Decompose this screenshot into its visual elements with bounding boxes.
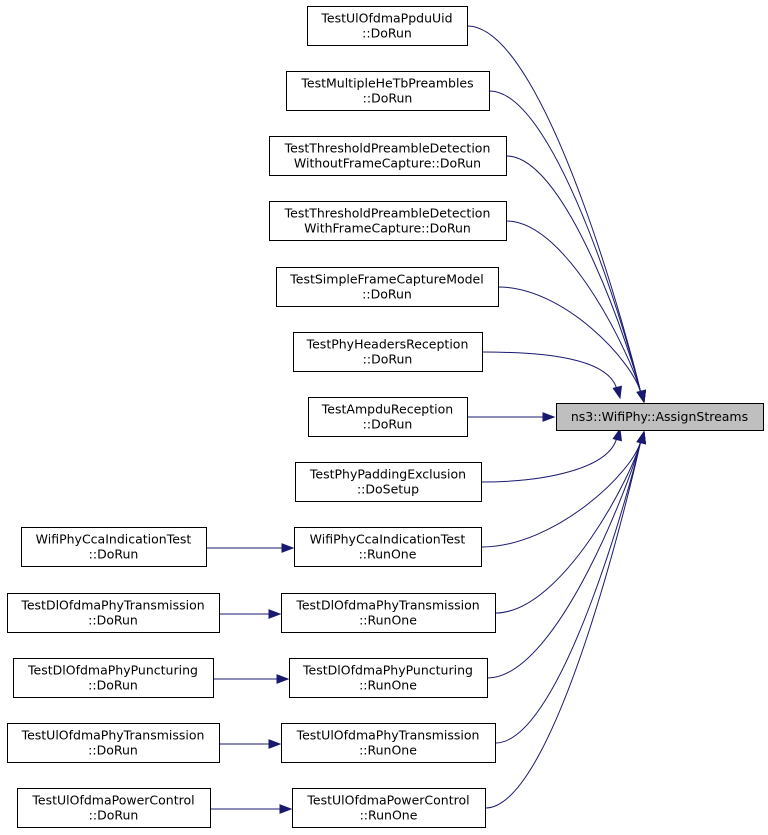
arrowhead-c12	[636, 430, 646, 445]
caller-node-s12-box	[17, 788, 211, 828]
caller-node-c0-box	[307, 6, 468, 46]
caller-node-c9[interactable]: TestDlOfdmaPhyTransmission::RunOne	[281, 593, 496, 633]
arrowhead-s11	[268, 739, 282, 749]
caller-node-c5-box	[293, 332, 483, 372]
caller-node-s10-label-line-1: TestDlOfdmaPhyPuncturing	[27, 663, 198, 678]
caller-node-c11[interactable]: TestUlOfdmaPhyTransmission::RunOne	[281, 723, 496, 763]
caller-node-s12-label-line-2: ::DoRun	[89, 808, 139, 823]
caller-node-c1-label-line-2: ::DoRun	[363, 91, 413, 106]
edge-c12-to-target	[485, 439, 642, 809]
caller-node-s11-label-line-2: ::DoRun	[88, 743, 138, 758]
arrowhead-c5	[612, 385, 622, 400]
caller-node-s12-label-line-1: TestUlOfdmaPowerControl	[31, 793, 194, 808]
caller-node-s9-label-line-1: TestDlOfdmaPhyTransmission	[20, 598, 204, 613]
caller-node-c3-box	[269, 201, 507, 241]
edge-c11-to-target	[495, 439, 642, 744]
caller-node-c11-label-line-2: ::RunOne	[359, 743, 417, 758]
target-node-assign-streams-label-line-1: ns3::WifiPhy::AssignStreams	[571, 409, 748, 424]
caller-node-s8-box	[21, 527, 207, 567]
edge-c3-to-target	[506, 220, 642, 395]
arrowhead-s10	[276, 674, 290, 684]
caller-node-c0[interactable]: TestUlOfdmaPpduUid::DoRun	[307, 6, 468, 46]
caller-node-c2-box	[269, 136, 507, 176]
caller-node-c4-box	[276, 267, 499, 307]
caller-node-c5-label-line-1: TestPhyHeadersReception	[306, 337, 469, 352]
caller-node-c11-label-line-1: TestUlOfdmaPhyTransmission	[296, 728, 480, 743]
caller-node-c3[interactable]: TestThresholdPreambleDetectionWithFrameC…	[269, 201, 507, 241]
target-node-assign-streams[interactable]: ns3::WifiPhy::AssignStreams	[556, 403, 764, 431]
caller-node-c2[interactable]: TestThresholdPreambleDetectionWithoutFra…	[269, 136, 507, 176]
edge-c5-to-target	[482, 351, 618, 391]
edge-c4-to-target	[498, 286, 642, 395]
caller-node-s8-label-line-2: ::DoRun	[89, 547, 139, 562]
caller-node-c10-label-line-1: TestDlOfdmaPhyPuncturing	[302, 663, 473, 678]
caller-node-c5[interactable]: TestPhyHeadersReception::DoRun	[293, 332, 483, 372]
caller-node-s10-label-line-2: ::DoRun	[88, 678, 138, 693]
caller-node-s12[interactable]: TestUlOfdmaPowerControl::DoRun	[17, 788, 211, 828]
caller-node-c3-label-line-1: TestThresholdPreambleDetection	[284, 206, 491, 221]
caller-node-s8-label-line-1: WifiPhyCcaIndicationTest	[36, 532, 192, 547]
caller-node-c10[interactable]: TestDlOfdmaPhyPuncturing::RunOne	[289, 658, 488, 698]
caller-node-c2-label-line-2: WithoutFrameCapture::DoRun	[294, 156, 481, 171]
caller-node-c1-box	[286, 71, 490, 111]
caller-node-c12-label-line-2: ::RunOne	[360, 808, 418, 823]
caller-node-c0-label-line-2: ::DoRun	[362, 26, 412, 41]
caller-node-c10-box	[289, 658, 488, 698]
caller-node-c3-label-line-2: WithFrameCapture::DoRun	[304, 221, 471, 236]
caller-node-c9-label-line-1: TestDlOfdmaPhyTransmission	[295, 598, 479, 613]
caller-node-c4-label-line-1: TestSimpleFrameCaptureModel	[289, 272, 483, 287]
caller-node-c9-box	[281, 593, 496, 633]
arrowhead-c6	[542, 412, 556, 422]
caller-node-c4-label-line-2: ::DoRun	[362, 287, 412, 302]
target-node-assign-streams-box	[556, 403, 764, 431]
edge-c7-to-target	[481, 436, 618, 483]
caller-node-s11-label-line-1: TestUlOfdmaPhyTransmission	[21, 728, 205, 743]
caller-node-s10[interactable]: TestDlOfdmaPhyPuncturing::DoRun	[13, 658, 214, 698]
caller-node-c7-box	[295, 462, 482, 502]
caller-node-c0-label-line-1: TestUlOfdmaPpduUid	[320, 11, 452, 26]
caller-node-c8-label-line-2: ::RunOne	[359, 547, 417, 562]
caller-node-c6-label-line-1: TestAmpduReception	[321, 402, 453, 417]
caller-node-s11-box	[7, 723, 220, 763]
caller-node-c7-label-line-2: ::DoSetup	[357, 482, 419, 497]
caller-node-c8-box	[294, 527, 482, 567]
caller-node-c1-label-line-1: TestMultipleHeTbPreambles	[300, 76, 473, 91]
edge-c8-to-target	[481, 439, 642, 548]
caller-node-c12-label-line-1: TestUlOfdmaPowerControl	[306, 793, 469, 808]
edge-c2-to-target	[506, 155, 642, 395]
caller-node-c5-label-line-2: ::DoRun	[363, 352, 413, 367]
call-edges	[206, 25, 646, 814]
caller-node-c8-label-line-1: WifiPhyCcaIndicationTest	[310, 532, 466, 547]
caller-node-c11-box	[281, 723, 496, 763]
caller-node-s9-box	[7, 593, 220, 633]
caller-node-s8[interactable]: WifiPhyCcaIndicationTest::DoRun	[21, 527, 207, 567]
caller-node-s11[interactable]: TestUlOfdmaPhyTransmission::DoRun	[7, 723, 220, 763]
caller-node-c7[interactable]: TestPhyPaddingExclusion::DoSetup	[295, 462, 482, 502]
caller-node-c8[interactable]: WifiPhyCcaIndicationTest::RunOne	[294, 527, 482, 567]
caller-node-c10-label-line-2: ::RunOne	[359, 678, 417, 693]
arrowhead-s9	[268, 609, 282, 619]
caller-node-c6-box	[308, 397, 468, 437]
caller-node-c7-label-line-1: TestPhyPaddingExclusion	[309, 467, 466, 482]
edge-c10-to-target	[487, 439, 642, 679]
caller-node-c2-label-line-1: TestThresholdPreambleDetection	[284, 141, 491, 156]
caller-node-c4[interactable]: TestSimpleFrameCaptureModel::DoRun	[276, 267, 499, 307]
arrowhead-s8	[281, 543, 295, 553]
edge-c9-to-target	[495, 439, 642, 614]
caller-node-c12[interactable]: TestUlOfdmaPowerControl::RunOne	[292, 788, 486, 828]
caller-node-c1[interactable]: TestMultipleHeTbPreambles::DoRun	[286, 71, 490, 111]
caller-node-s10-box	[13, 658, 214, 698]
graph-nodes: ns3::WifiPhy::AssignStreams TestUlOfdmaPp…	[7, 6, 764, 828]
caller-node-s9[interactable]: TestDlOfdmaPhyTransmission::DoRun	[7, 593, 220, 633]
caller-node-c9-label-line-2: ::RunOne	[359, 613, 417, 628]
arrowhead-s12	[279, 804, 293, 814]
caller-node-c6[interactable]: TestAmpduReception::DoRun	[308, 397, 468, 437]
arrowhead-c7	[612, 427, 622, 442]
caller-node-c6-label-line-2: ::DoRun	[363, 417, 413, 432]
edge-c1-to-target	[489, 90, 642, 395]
caller-node-s9-label-line-2: ::DoRun	[88, 613, 138, 628]
caller-node-c12-box	[292, 788, 486, 828]
arrowhead-c4	[636, 389, 646, 404]
